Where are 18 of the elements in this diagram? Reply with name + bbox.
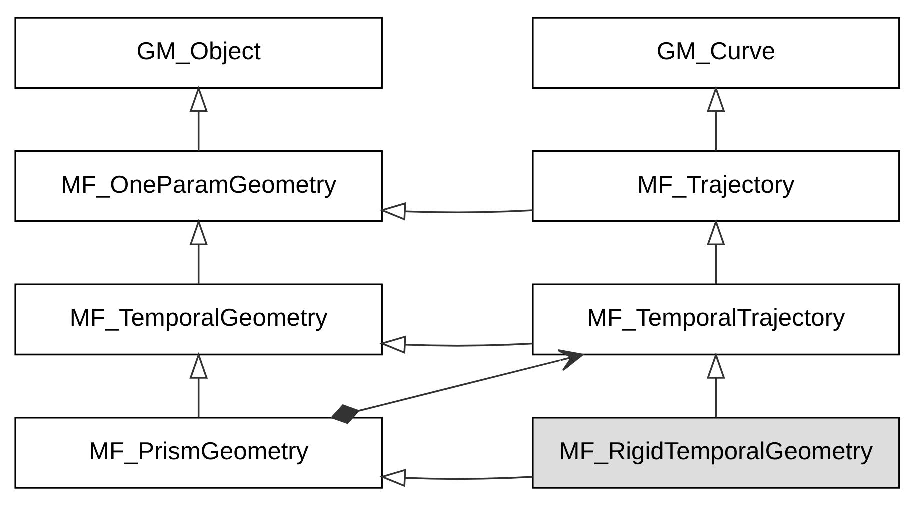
node-box: MF_TemporalTrajectory <box>532 283 900 356</box>
arrow <box>380 468 533 487</box>
arrow <box>380 335 533 354</box>
arrow <box>706 352 726 418</box>
arrow <box>380 202 533 220</box>
node-box: MF_PrismGeometry <box>14 416 383 488</box>
arrow <box>190 85 208 151</box>
node-box: MF_Trajectory <box>532 150 900 222</box>
node-box: MF_OneParamGeometry <box>14 150 383 222</box>
node-box: GM_Object <box>14 16 383 89</box>
node-box: GM_Curve <box>532 16 900 89</box>
arrow <box>330 349 584 424</box>
node-box: MF_TemporalGeometry <box>14 283 383 356</box>
arrow <box>706 85 726 151</box>
node-box: MF_RigidTemporalGeometry <box>532 416 900 488</box>
arrow <box>190 352 208 418</box>
arrow <box>190 218 208 284</box>
arrow <box>706 218 726 284</box>
